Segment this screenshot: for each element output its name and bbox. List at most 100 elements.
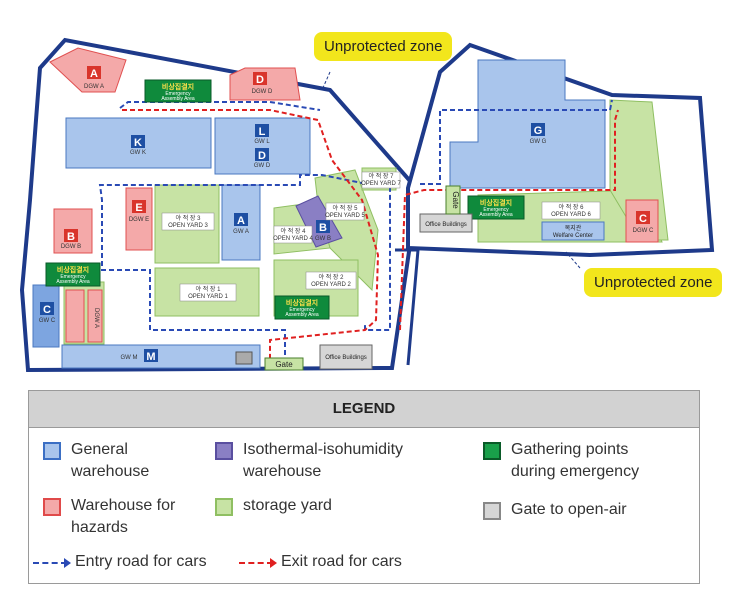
welfare-en: Welfare Center — [553, 233, 593, 239]
assembly-top-en1: Emergency — [165, 91, 191, 97]
gw-g-building — [449, 59, 606, 189]
label-dgw-c: DGW C — [633, 228, 654, 234]
exit-road-path — [122, 109, 380, 360]
badge-dgw-e — [132, 200, 146, 213]
label-gw-c: GW C — [39, 318, 56, 324]
badge-gw-d-letter: D — [258, 150, 266, 162]
yard-2-ko: 야 적 장 2 — [319, 273, 345, 281]
badge-dgw-a — [87, 66, 101, 79]
yard-5-tag — [325, 202, 365, 221]
yard-2-tag — [305, 271, 357, 290]
assembly-left-en2: Assembly Area — [56, 279, 90, 285]
unprotected-zone-callout-top: Unprotected zone — [314, 32, 453, 61]
gathering-swatch — [483, 442, 501, 460]
yard-3-en: OPEN YARD 3 — [168, 223, 208, 229]
legend-title: LEGEND — [29, 391, 699, 428]
assembly-middle — [274, 295, 330, 320]
badge-dgw-d-letter: D — [256, 74, 264, 86]
office-right-label: Office Buildings — [425, 222, 467, 228]
yard-6-en: OPEN YARD 6 — [551, 212, 591, 218]
gate-east — [445, 185, 461, 215]
entry-dash-icon — [33, 558, 71, 568]
badge-gw-k-letter: K — [134, 137, 142, 149]
badge-gw-a-letter: A — [237, 215, 245, 227]
assembly-east-en2: Assembly Area — [479, 212, 513, 218]
badge-gw-a — [234, 213, 248, 226]
gate-east-label: Gate — [451, 191, 460, 209]
entry-road-east — [420, 99, 613, 185]
yard-1-ko: 야 적 장 1 — [196, 285, 222, 293]
assembly-east-ko: 비상집결지 — [480, 198, 512, 207]
badge-gw-m-letter: M — [146, 351, 155, 363]
legend-entry-text: Entry road for cars — [75, 553, 207, 570]
yard-7-tag — [361, 171, 401, 189]
badge-dgw-a-letter: A — [90, 68, 98, 80]
badge-dgw-c — [636, 211, 650, 224]
badge-dgw-e-letter: E — [135, 202, 142, 214]
dgw-a-small-building — [87, 289, 103, 343]
assembly-middle-en1: Emergency — [289, 307, 315, 313]
hazard-small-left — [65, 289, 85, 343]
yard-4-en: OPEN YARD 4 — [273, 236, 313, 242]
yard-1-tag — [179, 283, 237, 302]
yard-5-en: OPEN YARD 5 — [325, 213, 365, 219]
badge-gw-l-letter: L — [259, 126, 266, 138]
badge-gw-b-letter: B — [319, 222, 327, 234]
callout-top-pointer — [321, 71, 331, 91]
badge-gw-d — [255, 148, 269, 161]
exit-road-east — [399, 109, 619, 331]
assembly-left-ko: 비상집결지 — [57, 265, 89, 274]
label-gw-m: GW M — [121, 355, 138, 361]
site-map: A D K L D E A B B C M G C DGW A DGW D GW… — [19, 37, 715, 373]
assembly-top-ko: 비상집결지 — [162, 82, 194, 91]
yard-6-tag — [541, 201, 601, 220]
label-gw-d: GW D — [254, 163, 271, 169]
badge-gw-l — [255, 124, 269, 137]
gate-bottom — [264, 357, 304, 371]
badge-gw-c-letter: C — [43, 304, 51, 316]
entry-road-path — [98, 174, 391, 355]
gw-m-building — [61, 344, 261, 369]
callout-right-pointer — [565, 251, 581, 269]
yard-3-tag — [161, 212, 215, 231]
assembly-left-en1: Emergency — [60, 274, 86, 280]
yard-6-ko: 야 적 장 6 — [559, 203, 585, 211]
office-bottom — [319, 344, 373, 370]
assembly-middle-en2: Assembly Area — [285, 312, 319, 318]
legend-gate-text: Gate to open-air — [511, 501, 627, 518]
badge-dgw-b-letter: B — [67, 231, 75, 243]
yard-7-ko: 야 적 장 7 — [369, 172, 395, 180]
badge-dgw-d — [253, 72, 267, 85]
label-gw-k: GW K — [130, 150, 146, 156]
dgw-e-building — [125, 187, 153, 251]
office-bottom-label: Office Buildings — [325, 355, 367, 361]
badge-gw-b — [316, 220, 330, 233]
badge-dgw-c-letter: C — [639, 213, 647, 225]
legend-storage-text: storage yard — [243, 497, 332, 514]
badge-gw-k — [131, 135, 145, 148]
gw-k-building — [65, 117, 212, 169]
label-dgw-a-small: DGW A — [93, 308, 99, 328]
legend-storage: storage yard — [215, 495, 332, 517]
storage-swatch — [215, 498, 233, 516]
legend-gate: Gate to open-air — [483, 499, 627, 521]
legend-exit-text: Exit road for cars — [281, 553, 402, 570]
yard-4-tag — [273, 225, 313, 244]
yard-5-ko: 야 적 장 5 — [333, 204, 359, 212]
assembly-top-en2: Assembly Area — [161, 96, 195, 102]
assembly-left — [45, 262, 101, 287]
hazards-swatch — [43, 498, 61, 516]
gate-bottom-label: Gate — [275, 360, 293, 369]
assembly-east-en1: Emergency — [483, 207, 509, 213]
label-gw-l: GW L — [254, 139, 270, 145]
label-gw-a: GW A — [233, 229, 249, 235]
assembly-east — [467, 195, 525, 220]
welfare-ko: 복지관 — [565, 224, 582, 232]
